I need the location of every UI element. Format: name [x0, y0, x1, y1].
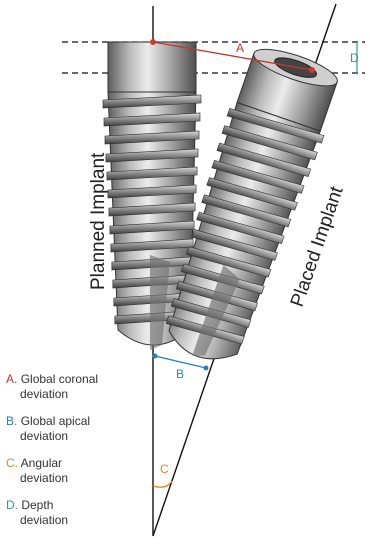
legend-text-b-line1: Global apical: [21, 414, 90, 428]
legend-text-c-line1: Angular: [21, 456, 62, 470]
legend-letter-a: A.: [6, 372, 17, 386]
planned-implant-label: Planned Implant: [88, 152, 109, 290]
label-a: A: [236, 41, 244, 55]
legend-text-a-line1: Global coronal: [21, 372, 98, 386]
legend-text-a-line2: deviation: [6, 387, 156, 402]
label-b: B: [176, 367, 184, 381]
legend-item-angular: C. Angular deviation: [6, 456, 156, 486]
planned-apex-dot: [153, 354, 158, 359]
legend-item-depth: D. Depth deviation: [6, 498, 156, 528]
placed-apex-dot: [204, 366, 209, 371]
legend-item-apical: B. Global apical deviation: [6, 414, 156, 444]
label-c: C: [160, 462, 169, 476]
legend-item-coronal: A. Global coronal deviation: [6, 372, 156, 402]
label-d: D: [350, 51, 359, 65]
legend-text-d-line2: deviation: [6, 513, 156, 528]
legend-text-b-line2: deviation: [6, 429, 156, 444]
legend-letter-d: D.: [6, 498, 18, 512]
legend-text-c-line2: deviation: [6, 471, 156, 486]
legend-letter-b: B.: [6, 414, 17, 428]
legend-letter-c: C.: [6, 456, 18, 470]
legend-text-d-line1: Depth: [21, 498, 53, 512]
